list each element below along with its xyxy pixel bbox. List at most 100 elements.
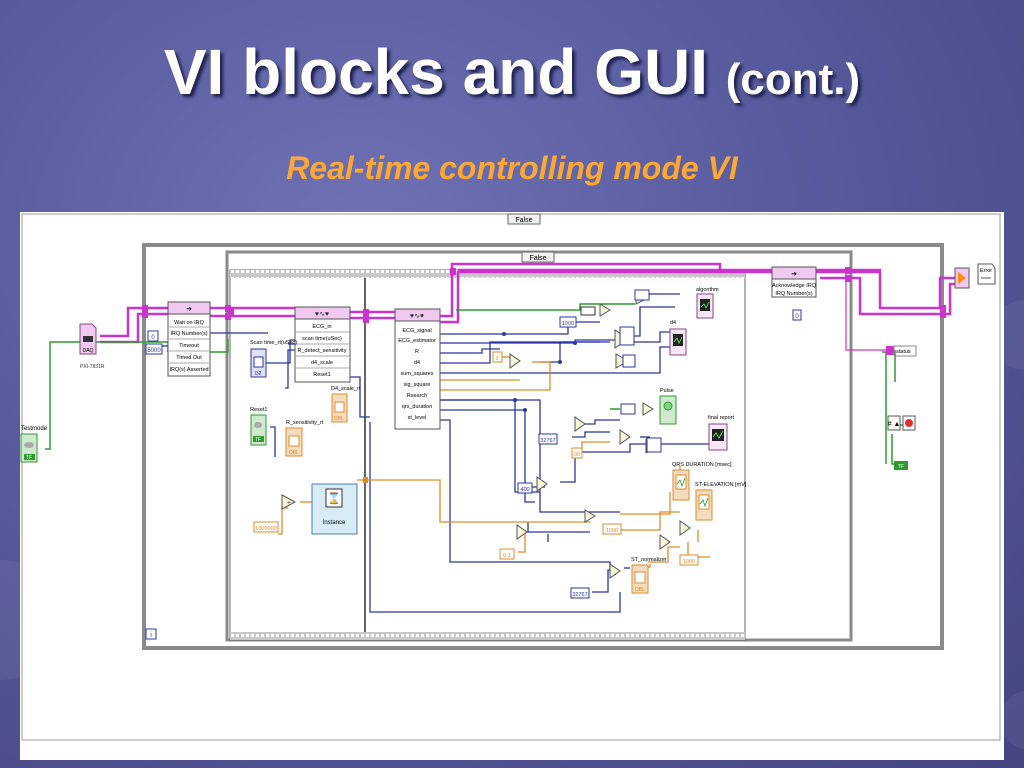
final-report-indicator[interactable]: final report	[708, 415, 734, 451]
algorithm-indicator[interactable]: algorithm	[696, 287, 719, 319]
sequence-film-top	[230, 270, 745, 278]
svg-text:PXI-7831R: PXI-7831R	[80, 364, 105, 370]
svg-text:Instance: Instance	[323, 520, 346, 526]
svg-text:DAQ: DAQ	[83, 348, 94, 354]
svg-text:Rsearch: Rsearch	[407, 393, 427, 399]
sequence-film-bottom	[230, 632, 745, 640]
const-5000[interactable]: 5000	[145, 343, 163, 355]
const-0-1[interactable]: 0.1	[499, 548, 515, 560]
svg-text:QRS DURATION [msec]: QRS DURATION [msec]	[672, 462, 732, 468]
slide-title: VI blocks and GUI (cont.)	[0, 35, 1024, 109]
subvi-ecg-analyzer[interactable]: ♥∿♥ ECG_signal ECG_estimator R d4 sum_sq…	[394, 308, 441, 430]
testmode-control[interactable]: Testmode TF	[20, 426, 48, 463]
svg-text:DBL: DBL	[334, 416, 344, 422]
const-1000000[interactable]: 1000000	[253, 521, 279, 533]
wait-instance-node[interactable]: ⌛ Instance	[311, 483, 358, 535]
svg-text:DBL: DBL	[635, 587, 645, 593]
daq-refnum[interactable]: DAQ PXI-7831R	[79, 323, 105, 370]
acknowledge-irq-node[interactable]: ➜ Acknowledge IRQ IRQ Number(s)	[771, 266, 817, 298]
r-sensitivity-control[interactable]: R_sensitivity_rt DBL	[285, 420, 324, 457]
svg-text:ST-ELEVATION [mV]: ST-ELEVATION [mV]	[695, 482, 747, 488]
svg-text:➜: ➜	[791, 271, 797, 278]
svg-text:1000: 1000	[683, 559, 695, 565]
svg-text:0: 0	[795, 314, 799, 320]
const-zero-a[interactable]: 0	[147, 330, 159, 342]
svg-text:IRQ(s) Asserted: IRQ(s) Asserted	[169, 367, 208, 373]
svg-text:final report: final report	[708, 415, 734, 421]
const-32767-a[interactable]: 32767	[538, 433, 558, 445]
blue-compare-nodes	[619, 289, 662, 453]
svg-text:Acknowledge IRQ: Acknowledge IRQ	[772, 283, 817, 289]
svg-text:ECG_signal: ECG_signal	[402, 328, 431, 334]
svg-text:1000: 1000	[562, 321, 574, 327]
svg-text:Reset1: Reset1	[313, 372, 330, 378]
iteration-terminal: i	[145, 628, 157, 640]
tunnels	[142, 267, 946, 323]
svg-text:5000: 5000	[147, 348, 161, 354]
svg-text:IRQ Number(s): IRQ Number(s)	[775, 291, 812, 297]
svg-text:i: i	[150, 632, 152, 639]
pulse-indicator[interactable]: Pulse	[659, 388, 677, 425]
svg-text:Timed Out: Timed Out	[176, 355, 202, 361]
svg-text:# ▲: # ▲	[888, 421, 901, 428]
case-selector-inner[interactable]: False	[521, 251, 555, 263]
svg-text:Pulse: Pulse	[660, 388, 674, 394]
svg-text:d4_scale: d4_scale	[311, 360, 333, 366]
reset1-control[interactable]: Reset1 TF	[250, 407, 267, 446]
svg-text:32767: 32767	[572, 592, 587, 598]
diagram-canvas: False False	[20, 213, 1001, 741]
true-constant[interactable]: TF	[894, 461, 908, 470]
svg-text:32767: 32767	[540, 438, 555, 444]
svg-text:0.1: 0.1	[503, 553, 511, 559]
pink-thin-wires	[845, 270, 886, 351]
st-elevation-indicator[interactable]: ST-ELEVATION [mV]	[695, 482, 747, 521]
d4-indicator[interactable]: d4	[669, 320, 687, 356]
svg-text:sum_squares: sum_squares	[400, 371, 433, 377]
svg-text:00: 00	[574, 452, 580, 458]
d4-scale-control[interactable]: D4_scale_rt DBL	[331, 386, 361, 423]
svg-text:♥∿♥: ♥∿♥	[315, 311, 329, 318]
const-400[interactable]: 400	[517, 482, 533, 494]
labview-block-diagram: False False	[20, 212, 1004, 760]
slide-subtitle: Real-time controlling mode VI	[286, 150, 738, 186]
svg-text:TF: TF	[255, 437, 261, 443]
const-1000-b[interactable]: 1000	[602, 523, 622, 535]
svg-text:0: 0	[151, 335, 155, 341]
svg-text:R_sensitivity_rt: R_sensitivity_rt	[286, 420, 324, 426]
svg-text:⌛: ⌛	[327, 492, 341, 505]
svg-text:Wait on IRQ: Wait on IRQ	[174, 320, 204, 326]
wait-on-irq-node[interactable]: ➜ Wait on IRQ IRQ Number(s) Timeout Time…	[167, 301, 211, 377]
pink-wires	[100, 262, 955, 344]
svg-text:TF: TF	[26, 455, 32, 461]
svg-text:ECG_in: ECG_in	[312, 324, 331, 330]
const-zero-b[interactable]: 0	[792, 309, 802, 321]
qrs-duration-indicator[interactable]: QRS DURATION [msec]	[672, 462, 732, 501]
svg-text:d4: d4	[414, 360, 420, 366]
svg-text:status: status	[896, 349, 911, 355]
subvi-r-detect[interactable]: ♥∿♥ ECG_in scan time(uSec) R_detect_sens…	[294, 306, 351, 383]
wire-junctions	[502, 332, 577, 412]
slide-title-suffix: (cont.)	[725, 55, 861, 104]
case-selector-outer[interactable]: False	[507, 213, 541, 225]
scan-time-control[interactable]: Scan time_rt(uSec) I32	[250, 340, 297, 378]
const-00[interactable]: 00	[571, 447, 583, 459]
const-3[interactable]: 3	[492, 351, 503, 363]
svg-text:Testmode: Testmode	[21, 426, 48, 432]
svg-text:False: False	[529, 255, 546, 262]
svg-text:÷: ÷	[287, 500, 291, 507]
divide-node[interactable]: ÷	[281, 494, 297, 510]
orange-wires	[278, 356, 710, 568]
status-indicator[interactable]: status	[886, 345, 917, 357]
svg-text:False: False	[515, 217, 532, 224]
error-handler-node[interactable]: Error	[954, 263, 996, 289]
const-1000-c[interactable]: 1000	[679, 554, 699, 566]
svg-text:♥∿♥: ♥∿♥	[410, 313, 424, 320]
svg-text:qrs_duration: qrs_duration	[402, 404, 433, 410]
stop-compare-node[interactable]: # ▲	[887, 415, 916, 431]
svg-text:3: 3	[495, 356, 498, 362]
const-32767-b[interactable]: 32767	[570, 587, 590, 599]
st-normalizer-control[interactable]: ST_normalizer DBL	[631, 557, 667, 594]
const-1000-a[interactable]: 1000	[559, 316, 577, 328]
svg-text:scan time(uSec): scan time(uSec)	[302, 336, 342, 342]
orange-tunnel	[363, 477, 368, 483]
